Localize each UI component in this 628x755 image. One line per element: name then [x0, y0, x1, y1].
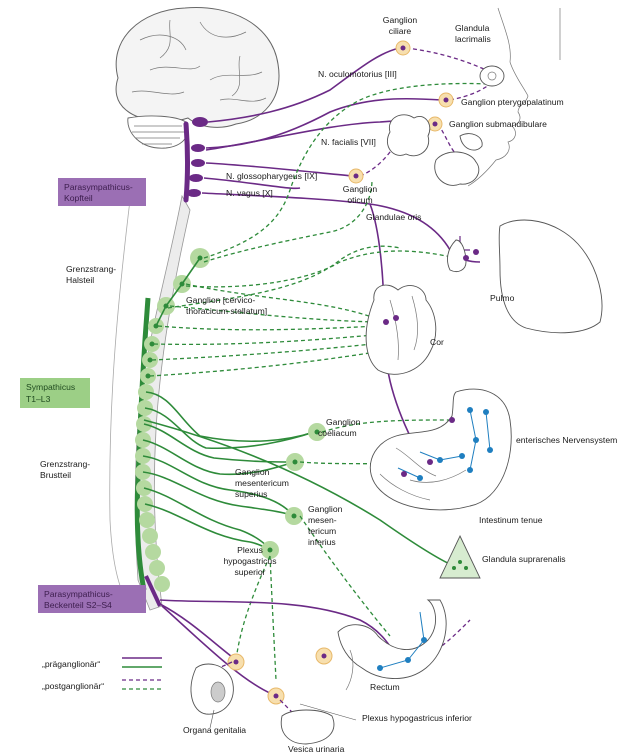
label-ganglion-cervicothoracicum: Ganglion [cervico-	[186, 295, 255, 305]
svg-text:tericum: tericum	[308, 526, 336, 536]
svg-text:lacrimalis: lacrimalis	[455, 34, 491, 44]
svg-text:T1–L3: T1–L3	[26, 394, 51, 404]
svg-text:Ganglion [cervico-: Ganglion [cervico-	[186, 295, 255, 305]
label-n-oculomotorius: N. oculomotorius [III]	[318, 69, 397, 79]
svg-text:Ganglion: Ganglion	[308, 504, 343, 514]
box-parasympathicus-kopfteil-line1: Parasympathicus-	[64, 182, 133, 192]
organ-rectum	[338, 600, 446, 690]
legend: „präganglionär“ „postganglionär“	[42, 658, 162, 691]
box-sympathicus: Sympathicus T1–L3	[20, 378, 90, 408]
label-cor: Cor	[430, 337, 444, 347]
label-grenzstrang-brustteil-2: Brustteil	[40, 470, 71, 480]
label-plexus-hypogastricus-superior: Plexus	[237, 545, 263, 555]
label-grenzstrang-halsteil: Grenzstrang-	[66, 264, 116, 274]
label-intestinum-tenue: Intestinum tenue	[479, 515, 543, 525]
label-plexus-hypogastricus-inferior: Plexus hypogastricus inferior	[362, 713, 472, 723]
organ-adrenal-gland	[440, 536, 480, 578]
label-vesica-urinaria: Vesica urinaria	[288, 744, 345, 754]
box-parasympathicus-kopfteil-line2: Kopfteil	[64, 193, 93, 203]
organ-heart	[366, 285, 436, 374]
svg-text:superius: superius	[235, 489, 267, 499]
organ-stomach-intestine	[370, 389, 511, 510]
svg-text:inferius: inferius	[308, 537, 336, 547]
label-glandula-lacrimalis-2: lacrimalis	[455, 34, 491, 44]
svg-text:Ganglion: Ganglion	[383, 15, 418, 25]
svg-text:hypogastricus: hypogastricus	[223, 556, 276, 566]
box-parasympathicus-beckenteil-line2: Beckenteil S2–S4	[44, 600, 112, 610]
label-grenzstrang-brustteil: Grenzstrang-	[40, 459, 90, 469]
label-ganglion-mesentericum-inferius-3: tericum	[308, 526, 336, 536]
svg-text:Plexus: Plexus	[237, 545, 263, 555]
label-ganglion-oticum: Ganglion	[343, 184, 378, 194]
label-organa-genitalia: Organa genitalia	[183, 725, 246, 735]
svg-text:Beckenteil S2–S4: Beckenteil S2–S4	[44, 600, 112, 610]
label-rectum: Rectum	[370, 682, 400, 692]
legend-praeganglionaer-label: „präganglionär“	[42, 659, 100, 669]
label-ganglion-coeliacum: Ganglion	[326, 417, 361, 427]
label-n-vagus: N. vagus [X]	[226, 188, 273, 198]
label-ganglion-ciliare: Ganglion	[383, 15, 418, 25]
svg-text:Grenzstrang-: Grenzstrang-	[40, 459, 90, 469]
organ-bladder	[281, 710, 334, 744]
label-n-facialis: N. facialis [VII]	[321, 137, 376, 147]
svg-text:Grenzstrang-: Grenzstrang-	[66, 264, 116, 274]
label-ganglion-mesentericum-inferius-2: mesen-	[308, 515, 337, 525]
label-ganglion-mesentericum-inferius: Ganglion	[308, 504, 343, 514]
label-pulmo: Pulmo	[490, 293, 515, 303]
organ-lung	[448, 220, 602, 333]
svg-text:Ganglion: Ganglion	[343, 184, 378, 194]
label-n-glossopharygeus: N. glossopharygeus [IX]	[226, 171, 317, 181]
svg-text:Glandula: Glandula	[455, 23, 490, 33]
box-sympathicus-line2: T1–L3	[26, 394, 51, 404]
label-ganglion-mesentericum-superius-2: mesentericum	[235, 478, 289, 488]
svg-text:oticum: oticum	[347, 195, 372, 205]
label-enterisches-nervensystem: enterisches Nervensystem	[516, 435, 617, 445]
box-sympathicus-line1: Sympathicus	[26, 382, 75, 392]
svg-text:Ganglion: Ganglion	[235, 467, 270, 477]
svg-text:Ganglion: Ganglion	[326, 417, 361, 427]
legend-postganglionaer-label: „postganglionär“	[42, 681, 104, 691]
svg-text:superior: superior	[234, 567, 265, 577]
svg-text:Parasympathicus-: Parasympathicus-	[44, 589, 113, 599]
label-ganglion-coeliacum-2: coeliacum	[318, 428, 357, 438]
label-ganglion-ciliare-2: ciliare	[389, 26, 412, 36]
label-glandula-suprarenalis: Glandula suprarenalis	[482, 554, 566, 564]
svg-text:Halsteil: Halsteil	[66, 275, 94, 285]
label-ganglion-pterygopalatinum: Ganglion pterygopalatinum	[461, 97, 564, 107]
label-grenzstrang-halsteil-2: Halsteil	[66, 275, 94, 285]
label-ganglion-mesentericum-superius-3: superius	[235, 489, 267, 499]
box-parasympathicus-beckenteil: Parasympathicus- Beckenteil S2–S4	[38, 585, 146, 613]
svg-text:mesen-: mesen-	[308, 515, 337, 525]
box-parasympathicus-beckenteil-line1: Parasympathicus-	[44, 589, 113, 599]
svg-text:coeliacum: coeliacum	[318, 428, 357, 438]
svg-text:mesentericum: mesentericum	[235, 478, 289, 488]
label-plexus-hypogastricus-superior-2: hypogastricus	[223, 556, 276, 566]
label-ganglion-cervicothoracicum-2: thoracicum stellatum]	[186, 306, 267, 316]
label-ganglion-mesentericum-inferius-4: inferius	[308, 537, 336, 547]
svg-text:ciliare: ciliare	[389, 26, 412, 36]
label-ganglion-submandibulare: Ganglion submandibulare	[449, 119, 547, 129]
svg-text:Brustteil: Brustteil	[40, 470, 71, 480]
svg-text:Kopfteil: Kopfteil	[64, 193, 93, 203]
svg-text:Sympathicus: Sympathicus	[26, 382, 75, 392]
label-plexus-hypogastricus-superior-3: superior	[234, 567, 265, 577]
label-ganglion-mesentericum-superius: Ganglion	[235, 467, 270, 477]
label-glandula-lacrimalis: Glandula	[455, 23, 490, 33]
organ-genitalia	[191, 664, 233, 714]
svg-text:thoracicum stellatum]: thoracicum stellatum]	[186, 306, 267, 316]
label-glandulae-oris: Glandulae oris	[366, 212, 421, 222]
box-parasympathicus-kopfteil: Parasympathicus- Kopfteil	[58, 178, 146, 206]
label-ganglion-oticum-2: oticum	[347, 195, 372, 205]
organ-eye-lacrimal	[480, 66, 504, 86]
svg-text:Parasympathicus-: Parasympathicus-	[64, 182, 133, 192]
